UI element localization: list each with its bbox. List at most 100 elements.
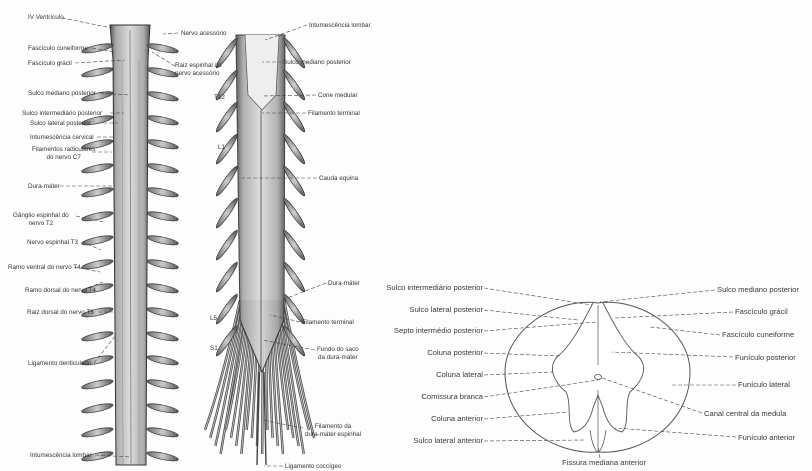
label-sulco-lateral-anterior: Sulco lateral anterior	[413, 436, 483, 445]
label-ramo-dorsal-t4: Ramo dorsal do nervo T4	[25, 287, 96, 294]
leader-line	[99, 92, 131, 96]
leader-line	[483, 321, 597, 332]
label-sulco-mediano-posterior-2: Sulco mediano posterior	[283, 59, 351, 66]
label-sulco-mediano-posterior-3: Sulco mediano posterior	[717, 285, 799, 294]
leader-line	[483, 287, 593, 306]
spinal-nerve-root	[215, 293, 238, 325]
leader-line	[261, 339, 316, 351]
spinal-nerve-root	[146, 283, 179, 294]
label-nervo-acessorio: Nervo acessório	[181, 30, 227, 37]
label-funiculo-lateral: Funículo lateral	[738, 380, 790, 389]
label-cauda-equina: Cauda equina	[319, 175, 359, 182]
label-canal-central-medula: Canal central da medula	[704, 409, 787, 418]
leader-line	[61, 17, 113, 29]
label-comissura-branca: Comissura branca	[421, 392, 483, 401]
spinal-nerve-root	[81, 331, 114, 342]
label-filamento-terminal: Filamento terminal	[308, 110, 360, 117]
spinal-nerve-root	[81, 139, 114, 150]
spinal-nerve-root	[283, 69, 306, 101]
spinal-nerve-root	[215, 37, 238, 69]
spinal-nerve-root	[146, 235, 179, 246]
spinal-nerve-root	[81, 163, 114, 174]
label-sulco-mediano-posterior: Sulco mediano posterior	[28, 90, 96, 97]
leader-line	[261, 94, 317, 97]
spinal-nerve-root	[81, 67, 114, 78]
spinal-nerve-root	[283, 325, 306, 357]
label-l5: L5	[210, 315, 218, 322]
spinal-nerve-root	[215, 101, 238, 133]
leader-line	[82, 281, 104, 291]
leader-line	[483, 309, 579, 321]
spinal-nerve-root	[146, 403, 179, 414]
spinal-nerve-root	[146, 331, 179, 342]
leader-line	[162, 32, 179, 35]
spinal-nerve-root	[146, 307, 179, 318]
label-fasciculo-gracil-2: Fascículo grácil	[735, 307, 788, 316]
leader-line	[74, 59, 126, 64]
spinal-nerve-root	[81, 379, 114, 390]
leader-line	[73, 266, 101, 273]
label-sulco-lateral-posterior-2: Sulco lateral posterior	[409, 305, 483, 314]
label-raiz-dorsal-t6: Raiz dorsal do nervo T6	[27, 309, 94, 316]
label-s1: S1	[210, 345, 218, 352]
filum-terminale	[256, 371, 267, 466]
label-intumescencia-lombar-2: Intumescência lombar	[309, 22, 371, 29]
spinal-nerve-root	[146, 187, 179, 198]
leader-line	[483, 379, 599, 398]
leader-line	[614, 427, 737, 438]
leader-line	[483, 439, 586, 442]
label-intumescencia-cervical: Intumescência cervical	[30, 134, 94, 141]
leader-line	[151, 51, 176, 67]
spinal-nerve-root	[146, 259, 179, 270]
spinal-nerve-root	[215, 261, 238, 293]
spinal-nerve-root	[81, 235, 114, 246]
spinal-nerve-root	[215, 325, 238, 357]
label-filamento-terminal-2: Filamento terminal	[302, 319, 354, 326]
label-coluna-posterior: Coluna posterior	[427, 348, 483, 357]
label-t12: T12	[214, 94, 225, 101]
label-cone-medular: Cone medular	[318, 92, 358, 99]
spinal-nerve-root	[81, 283, 114, 294]
label-coluna-anterior: Coluna anterior	[431, 414, 483, 423]
spinal-nerve-root	[81, 259, 114, 270]
label-septo-intermedio-posterior: Septo intermédio posterior	[393, 326, 483, 335]
spinal-nerve-root	[81, 187, 114, 198]
leader-line	[269, 314, 301, 323]
spinal-nerve-root	[146, 139, 179, 150]
label-ligamento-denticulado: Ligamento denticulado	[28, 360, 92, 367]
cauda-equina-view	[203, 34, 316, 466]
spinal-nerve-root	[215, 133, 238, 165]
spinal-nerve-root	[81, 427, 114, 438]
spinal-nerve-root	[146, 427, 179, 438]
spinal-nerve-root	[283, 197, 306, 229]
spinal-nerve-root	[81, 307, 114, 318]
spinal-nerve-root	[146, 451, 179, 462]
leader-line	[483, 371, 554, 376]
spinal-nerve-root	[81, 91, 114, 102]
spinal-nerve-root	[283, 229, 306, 261]
spinal-nerve-root	[146, 211, 179, 222]
label-sulco-intermediario-posterior: Sulco intermediário posterior	[22, 110, 103, 117]
spinal-nerve-root	[283, 101, 306, 133]
spinal-nerve-root	[146, 163, 179, 174]
leader-line	[264, 24, 308, 41]
spinal-cord-cross-section	[504, 301, 691, 453]
label-nervo-espinhal-t3: Nervo espinhal T3	[27, 239, 78, 246]
spinal-nerve-root	[146, 355, 179, 366]
label-sulco-intermediario-posterior-2: Sulco intermediário posterior	[386, 283, 483, 292]
spinal-nerve-root	[146, 115, 179, 126]
label-iv-ventriculo: IV Ventrículo	[28, 14, 64, 21]
spinal-nerve-root	[283, 165, 306, 197]
label-fasciculo-cuneiforme: Fascículo cuneiforme	[28, 45, 88, 52]
label-funiculo-anterior: Funículo anterior	[738, 433, 795, 442]
spinal-nerve-root	[81, 43, 114, 54]
leader-line	[261, 419, 304, 429]
spinal-nerve-root	[146, 67, 179, 78]
